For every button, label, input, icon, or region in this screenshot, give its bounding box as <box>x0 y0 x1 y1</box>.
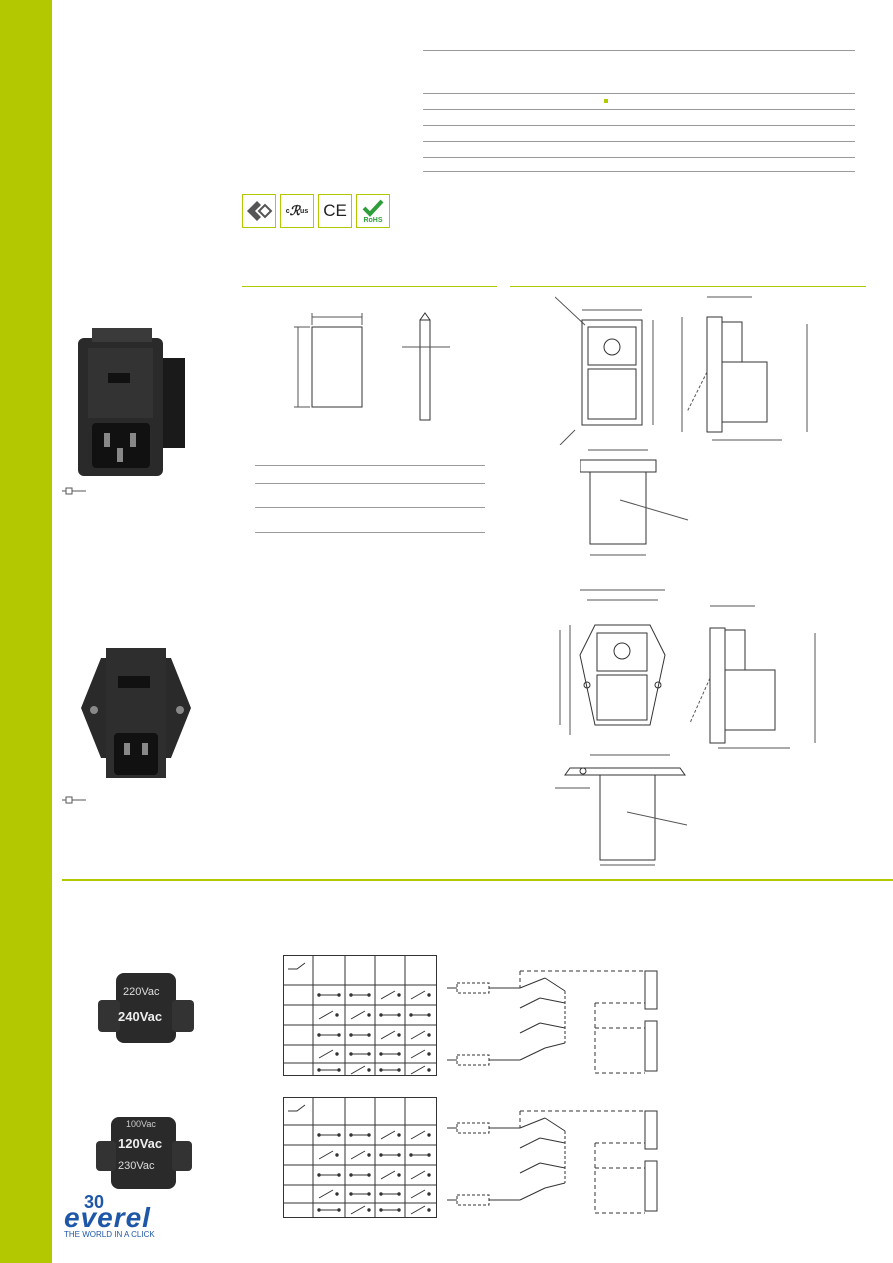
flanged-power-entry-module-photo <box>76 648 206 793</box>
everel-logo: 30 everel THE WORLD IN A CLICK <box>64 1192 184 1242</box>
section-rule-panel-cutout <box>242 286 497 287</box>
panel-cutout-drawing <box>290 305 480 430</box>
logo-tagline: THE WORLD IN A CLICK <box>64 1230 155 1239</box>
wiring-schematic-a <box>445 963 665 1083</box>
spec-marker <box>604 99 608 103</box>
fuse-symbol-icon-2 <box>62 795 86 807</box>
logo-anniversary-number: 30 <box>84 1192 105 1212</box>
label-100vac: 100Vac <box>126 1119 156 1129</box>
dimension-drawing-front <box>554 295 665 450</box>
logo-brand: everel <box>64 1202 151 1233</box>
label-230vac: 230Vac <box>118 1160 155 1172</box>
dimension-drawing-top <box>579 445 700 565</box>
brand-sidebar <box>0 0 52 1263</box>
wiring-schematic-b <box>445 1103 665 1223</box>
section-rule-dimensions <box>510 286 866 287</box>
vde-mark-icon <box>242 194 276 228</box>
label-220vac: 220Vac <box>123 986 160 998</box>
voltage-selector-photo-a: 220Vac 240Vac <box>98 965 198 1055</box>
flanged-dimension-drawing-top <box>555 750 695 875</box>
dimension-drawing-side <box>672 292 812 447</box>
label-120vac: 120Vac <box>118 1136 162 1151</box>
switch-table-a <box>283 955 438 1085</box>
fuse-symbol-icon <box>62 486 86 498</box>
voltage-selector-photo-b: 100Vac 120Vac 230Vac <box>96 1113 196 1198</box>
flanged-dimension-drawing-side <box>680 598 820 758</box>
ce-mark-icon: CE <box>318 194 352 228</box>
power-entry-module-photo <box>78 328 188 483</box>
flanged-dimension-drawing-front <box>555 585 680 750</box>
switch-table-b <box>283 1097 438 1227</box>
label-240vac: 240Vac <box>118 1009 162 1024</box>
section-rule-voltage <box>62 879 893 881</box>
rohs-icon: RoHS <box>356 194 390 228</box>
